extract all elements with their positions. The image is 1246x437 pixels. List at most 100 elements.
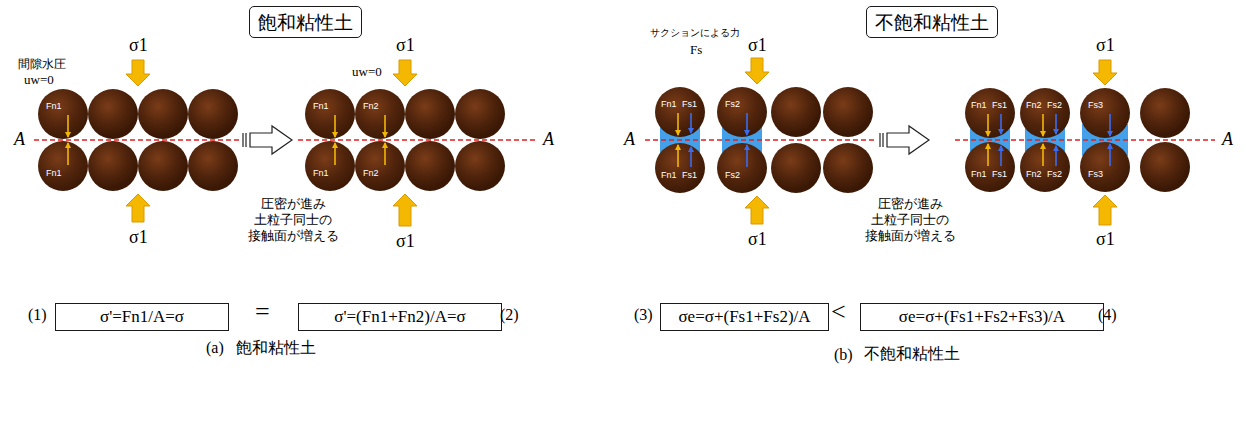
force-arrow [677, 113, 679, 135]
force-label: Fs3 [1088, 169, 1103, 180]
panel-caption: 飽和粘性土 [236, 338, 316, 359]
note: サクションによる力 [650, 26, 740, 40]
equation-number: (2) [500, 306, 519, 324]
stress-label-holder: σ1 [1096, 229, 1115, 250]
normal-forces [68, 113, 1043, 167]
force-arrow [1000, 114, 1002, 134]
pressure-label-holder: uw=0 [24, 72, 54, 88]
force-arrow [690, 113, 692, 133]
formula-box: σe=σ+(Fs1+Fs2+Fs3)/A [860, 303, 1104, 331]
stress-arrow [745, 196, 769, 224]
force-label: Fs1 [992, 169, 1007, 180]
soil-particle [1140, 88, 1190, 138]
section-lines [34, 139, 1215, 140]
section-label-holder: A [1222, 129, 1233, 150]
panel-letter: (b) [834, 346, 853, 364]
note-holder: サクションによる力 [650, 26, 740, 40]
soil-particle [1140, 142, 1190, 192]
stress-label: σ1 [129, 227, 148, 248]
equation-number-holder: (2) [500, 306, 519, 324]
soil-particle [138, 89, 188, 139]
equation-number: (3) [634, 306, 653, 324]
soil-particle: Fs2 [717, 87, 767, 137]
stress-arrow [1093, 60, 1117, 85]
force-label: Fs2 [725, 170, 740, 181]
equation-number-holder: (1) [28, 306, 47, 324]
soil-particle: Fn1 Fs1 [965, 142, 1015, 192]
force-label: Fs2 [1047, 169, 1062, 180]
process-note-holder: 圧密が進み 土粒子同士の 接触面が増える [244, 196, 342, 244]
soil-particle [188, 89, 238, 139]
soil-particle: Fn2 Fs2 [1020, 142, 1070, 192]
stress-label: σ1 [129, 35, 148, 56]
pressure-label-holder: uw=0 [352, 64, 382, 80]
equation-number-holder: (4) [1098, 306, 1117, 324]
force-label-holder: Fs [690, 42, 702, 58]
soil-particles [88, 87, 1190, 193]
force-label: Fn1 [971, 169, 987, 180]
force-label: Fn2 [1026, 169, 1042, 180]
title-text: 不飽和粘性土 [875, 9, 989, 35]
force-label: Fs2 [725, 99, 740, 110]
stress-label-holder: σ1 [748, 229, 767, 250]
title-box: 不飽和粘性土 [866, 6, 998, 38]
force-label: Fn1 [46, 101, 62, 112]
soil-particle: Fn2 [355, 89, 405, 139]
section-label-holder: A [14, 129, 25, 150]
force-arrow [987, 114, 989, 136]
force-label: Fs1 [682, 99, 697, 110]
process-note: 圧密が進み 土粒子同士の 接触面が増える [244, 196, 342, 244]
soil-particle [771, 87, 821, 137]
equation-number-holder: (3) [634, 306, 653, 324]
force-arrow [690, 147, 692, 167]
force-label: Fn1 [313, 168, 329, 179]
soil-particle: Fn1Fs1 [965, 88, 1015, 138]
arrow-stripe [882, 133, 883, 147]
stress-label: σ1 [1096, 229, 1115, 250]
panel-caption-holder: 不飽和粘性土 [864, 344, 960, 365]
soil-particle: Fn1 [305, 89, 355, 139]
section-label: A [543, 129, 554, 150]
soil-particle [138, 141, 188, 191]
stress-label: σ1 [396, 231, 415, 252]
formula-text: σ'=Fn1/A=σ [62, 307, 222, 327]
soil-particle: Fs3 [1080, 88, 1130, 138]
arrow-stripe [245, 133, 246, 147]
force-arrow [1000, 146, 1002, 166]
process-note: 圧密が進み 土粒子同士の 接触面が増える [861, 196, 959, 244]
panel-letter-holder: (a) [206, 339, 224, 357]
force-label: Fn2 [363, 168, 379, 179]
soil-particle [771, 143, 821, 193]
force-arrow [334, 143, 336, 165]
arrow-stripe [242, 133, 243, 147]
section-line [645, 139, 876, 140]
panel-caption: 不飽和粘性土 [864, 344, 960, 365]
formula-text: σ'=(Fn1+Fn2)/A=σ [305, 307, 495, 327]
formula-box: σe=σ+(Fs1+Fs2)/A [660, 303, 829, 331]
formula-box: σ'=Fn1/A=σ [55, 303, 229, 331]
section-label: A [14, 129, 25, 150]
note-holder: 間隙水圧 [18, 56, 66, 73]
panel-letter: (a) [206, 339, 224, 357]
process-note-holder: 圧密が進み 土粒子同士の 接触面が増える [861, 196, 959, 244]
force-arrow [384, 143, 386, 165]
soil-particle [405, 141, 455, 191]
equation-number: (4) [1098, 306, 1117, 324]
stress-label: σ1 [396, 35, 415, 56]
stress-arrow [745, 58, 769, 84]
section-label: A [624, 129, 635, 150]
soil-particle [823, 87, 873, 137]
force-label: Fn1 [661, 170, 677, 181]
force-label: Fn1 [46, 168, 62, 179]
force-arrow [746, 113, 748, 135]
panel-caption-holder: 飽和粘性土 [236, 338, 316, 359]
formula-text: σe=σ+(Fs1+Fs2+Fs3)/A [867, 307, 1097, 327]
force-arrow [67, 115, 69, 137]
force-arrow [67, 143, 69, 165]
soil-particle [405, 89, 455, 139]
force-label: Fs2 [1047, 100, 1062, 111]
relation-sign: < [831, 297, 846, 327]
soil-particle: Fn1Fs1 [655, 143, 705, 193]
